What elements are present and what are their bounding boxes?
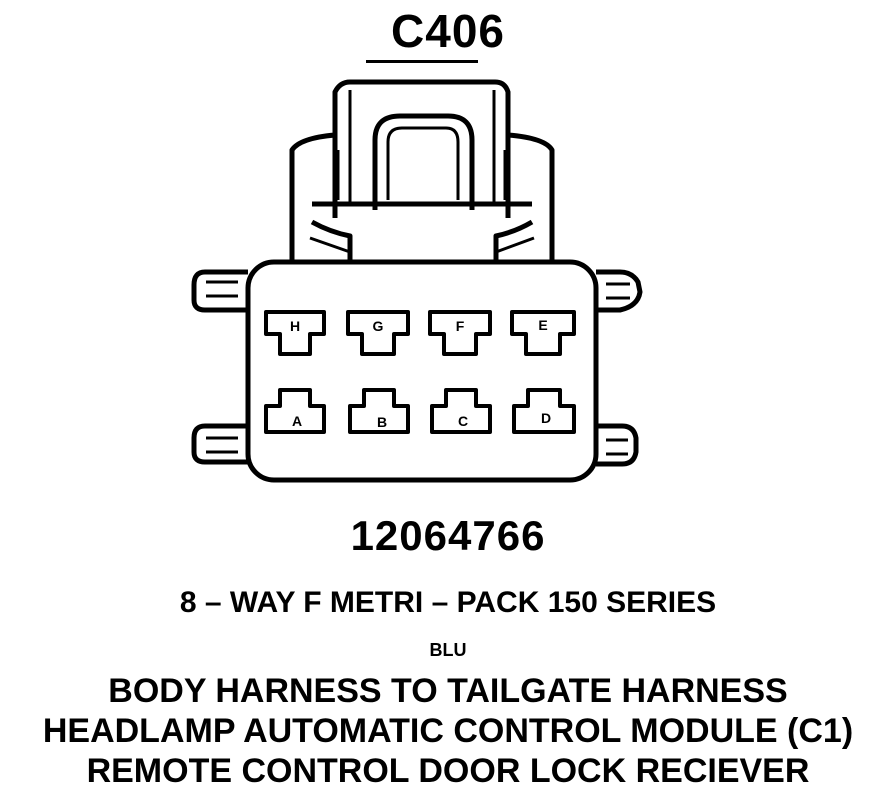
connector-housing xyxy=(191,79,643,483)
connector-color: BLU xyxy=(429,640,467,660)
pin-cavity-f xyxy=(428,310,492,356)
pin-cavity-g xyxy=(346,310,410,356)
connector-type: 8 – WAY F METRI – PACK 150 SERIES xyxy=(179,586,717,619)
pin-cavity-e xyxy=(510,310,576,356)
pin-label-g: G xyxy=(373,318,384,334)
pin-cavity-b xyxy=(348,388,410,434)
pin-label-f: F xyxy=(456,318,465,334)
pin-label-a: A xyxy=(292,413,302,429)
pin-cavity-d xyxy=(512,388,576,434)
pin-label-h: H xyxy=(290,318,300,334)
pin-label-c: C xyxy=(458,413,468,429)
usage-line: HEADLAMP AUTOMATIC CONTROL MODULE (C1) xyxy=(42,712,854,750)
pin-label-e: E xyxy=(538,317,547,333)
part-number: 12064766 xyxy=(350,512,546,559)
title-underline xyxy=(366,60,478,63)
pin-cavity-a xyxy=(264,388,326,434)
pin-cavity-h xyxy=(264,310,326,356)
usage-line: BODY HARNESS TO TAILGATE HARNESS xyxy=(108,672,788,710)
usage-line: REMOTE CONTROL DOOR LOCK RECIEVER xyxy=(86,752,810,790)
pin-cavity-c xyxy=(430,388,492,434)
connector-title: C406 xyxy=(391,5,505,57)
pin-label-b: B xyxy=(377,414,387,430)
pin-label-d: D xyxy=(541,410,551,426)
